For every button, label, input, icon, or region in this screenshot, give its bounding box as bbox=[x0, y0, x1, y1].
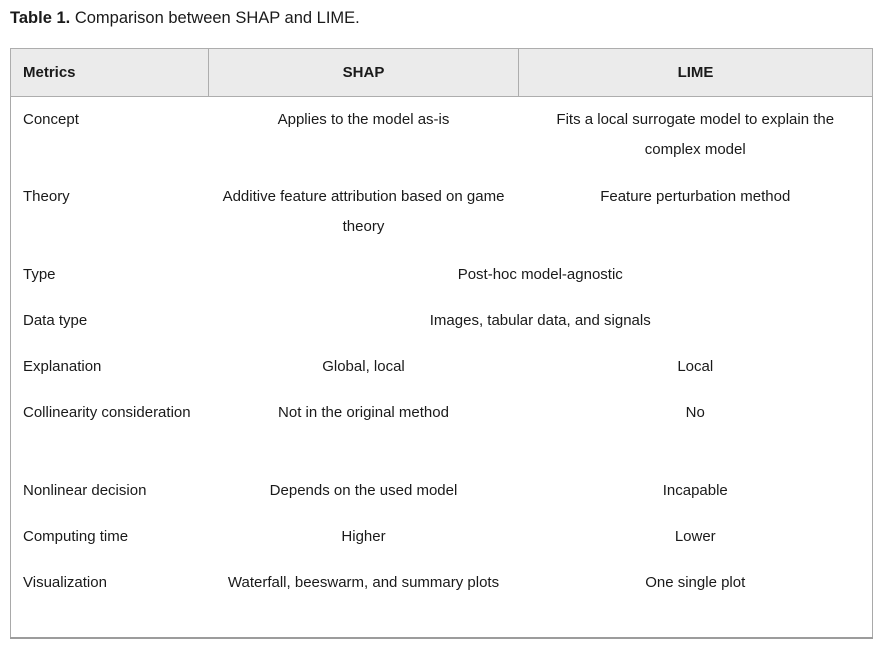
shap-cell: Depends on the used model bbox=[208, 468, 519, 515]
metric-cell: Visualization bbox=[10, 560, 209, 639]
table-row-computing-time: Computing time Higher Lower bbox=[10, 514, 873, 561]
spanned-value-cell: Images, tabular data, and signals bbox=[208, 298, 873, 345]
table-row-type: Type Post-hoc model-agnostic bbox=[10, 252, 873, 299]
metric-cell: Computing time bbox=[10, 514, 209, 561]
lime-cell: No bbox=[518, 390, 873, 469]
table-row-theory: Theory Additive feature attribution base… bbox=[10, 174, 873, 253]
header-metrics: Metrics bbox=[10, 47, 209, 97]
table-row-visualization: Visualization Waterfall, beeswarm, and s… bbox=[10, 560, 873, 639]
lime-cell: One single plot bbox=[518, 560, 873, 639]
shap-cell: Additive feature attribution based on ga… bbox=[208, 174, 519, 253]
lime-cell: Lower bbox=[518, 514, 873, 561]
shap-cell: Waterfall, beeswarm, and summary plots bbox=[208, 560, 519, 639]
lime-cell: Local bbox=[518, 344, 873, 391]
table-caption-label: Table 1. bbox=[10, 9, 71, 27]
header-row: Metrics SHAP LIME bbox=[10, 47, 873, 97]
table-header: Metrics SHAP LIME bbox=[10, 47, 873, 97]
table-caption-text: Comparison between SHAP and LIME. bbox=[74, 9, 360, 27]
shap-cell: Applies to the model as-is bbox=[208, 96, 519, 175]
lime-cell: Fits a local surrogate model to explain … bbox=[518, 96, 873, 175]
metric-cell: Theory bbox=[10, 174, 209, 253]
table-row-explanation: Explanation Global, local Local bbox=[10, 344, 873, 391]
table-caption: Table 1. Comparison between SHAP and LIM… bbox=[10, 8, 872, 29]
table-row-data-type: Data type Images, tabular data, and sign… bbox=[10, 298, 873, 345]
table-row-collinearity: Collinearity consideration Not in the or… bbox=[10, 390, 873, 469]
shap-cell: Not in the original method bbox=[208, 390, 519, 469]
header-shap: SHAP bbox=[208, 47, 519, 97]
shap-cell: Higher bbox=[208, 514, 519, 561]
metric-cell: Collinearity consideration bbox=[10, 390, 209, 469]
lime-cell: Incapable bbox=[518, 468, 873, 515]
metric-cell: Data type bbox=[10, 298, 209, 345]
shap-cell: Global, local bbox=[208, 344, 519, 391]
metric-cell: Concept bbox=[10, 96, 209, 175]
header-lime: LIME bbox=[518, 47, 873, 97]
spanned-value-cell: Post-hoc model-agnostic bbox=[208, 252, 873, 299]
table-body: Concept Applies to the model as-is Fits … bbox=[10, 96, 873, 639]
metric-cell: Nonlinear decision bbox=[10, 468, 209, 515]
lime-cell: Feature perturbation method bbox=[518, 174, 873, 253]
table-row-concept: Concept Applies to the model as-is Fits … bbox=[10, 96, 873, 175]
metric-cell: Type bbox=[10, 252, 209, 299]
table-row-nonlinear: Nonlinear decision Depends on the used m… bbox=[10, 468, 873, 515]
comparison-table: Metrics SHAP LIME Concept Applies to the… bbox=[10, 47, 873, 640]
metric-cell: Explanation bbox=[10, 344, 209, 391]
